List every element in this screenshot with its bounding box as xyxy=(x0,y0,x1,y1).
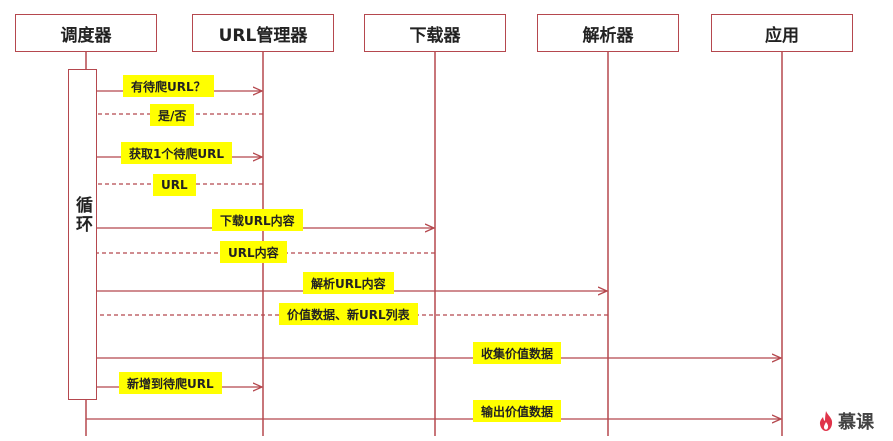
actor-downloader: 下载器 xyxy=(364,14,506,52)
message-label: 获取1个待爬URL xyxy=(121,142,232,164)
loop-box: 循环 xyxy=(68,69,97,400)
actor-parser: 解析器 xyxy=(537,14,679,52)
message-label: 收集价值数据 xyxy=(473,342,562,364)
message-label: 解析URL内容 xyxy=(303,272,394,294)
message-label: 输出价值数据 xyxy=(473,400,562,422)
message-label: 下载URL内容 xyxy=(212,209,303,231)
loop-label: 循环 xyxy=(72,195,92,234)
actor-scheduler: 调度器 xyxy=(15,14,157,52)
imooc-logo: 慕课 xyxy=(817,408,874,434)
message-label: URL内容 xyxy=(220,241,287,263)
logo-text: 慕课 xyxy=(838,412,874,433)
message-label: URL xyxy=(153,174,196,196)
actor-application: 应用 xyxy=(711,14,853,52)
message-label: 有待爬URL？ xyxy=(123,75,214,97)
actor-url-manager: URL管理器 xyxy=(192,14,334,52)
message-label: 新增到待爬URL xyxy=(119,372,222,394)
message-label: 价值数据、新URL列表 xyxy=(279,303,418,325)
flame-icon xyxy=(819,411,833,431)
message-label: 是/否 xyxy=(150,104,195,126)
